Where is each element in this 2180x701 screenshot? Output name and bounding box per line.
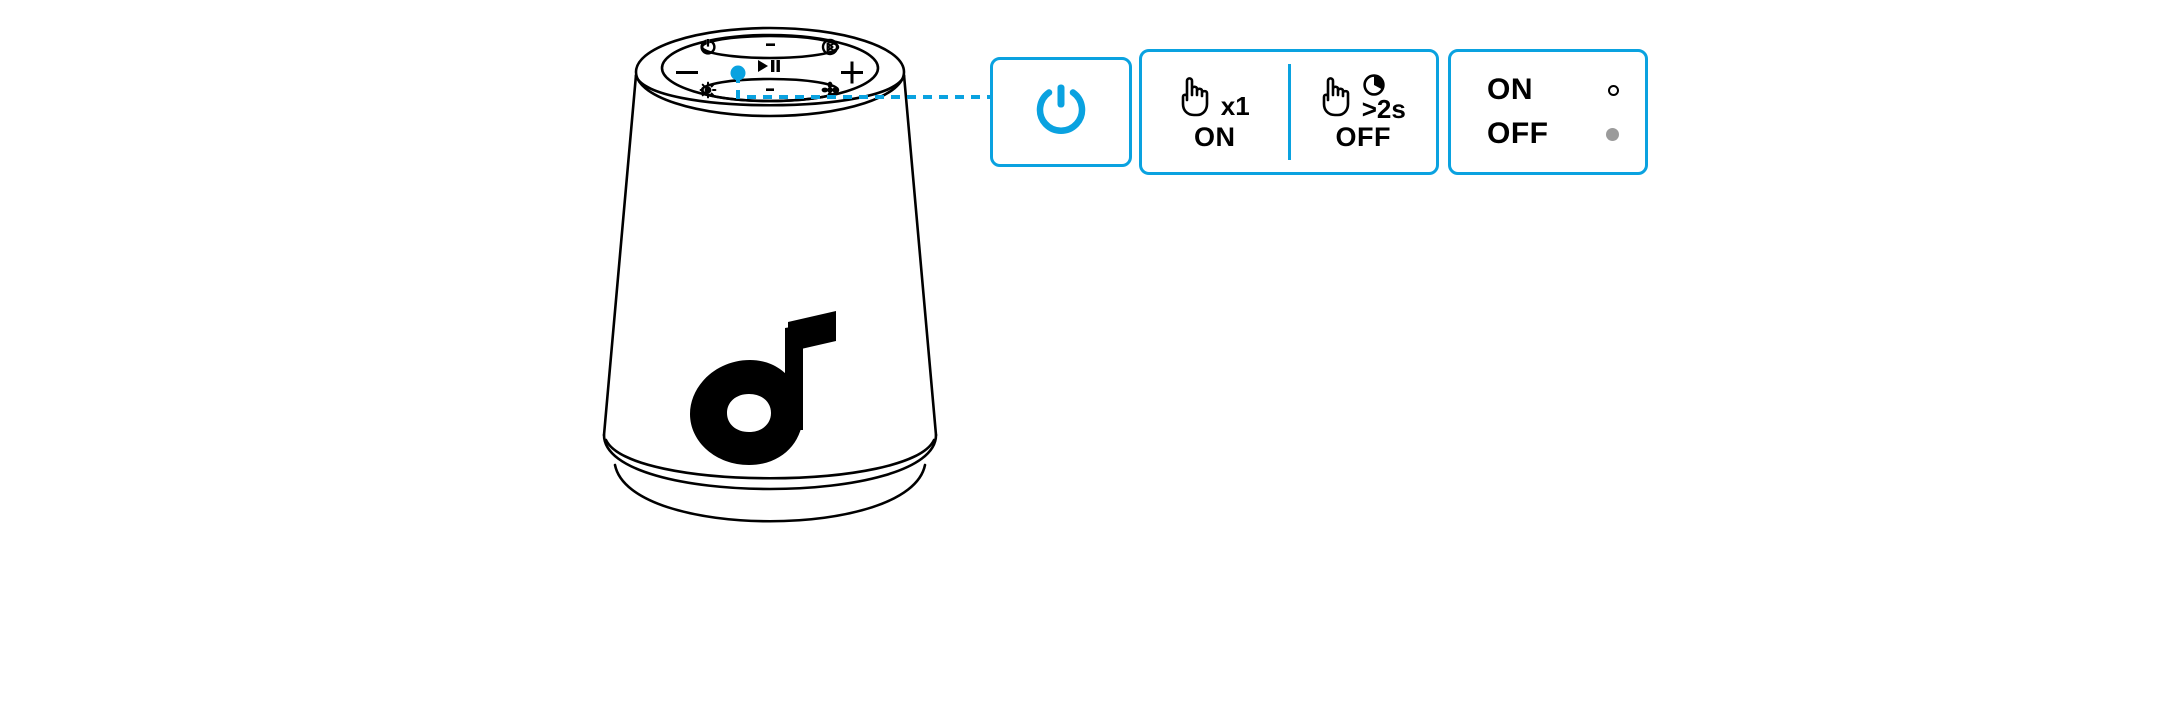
speaker-top-panel-glyphs [676, 38, 863, 99]
status-row-off: OFF [1487, 119, 1619, 149]
callout-leader-line [700, 50, 1020, 120]
bluetooth-icon [821, 38, 839, 56]
pointing-hand-icon [1180, 75, 1220, 122]
status-label-off: OFF [1487, 117, 1549, 150]
card-column-divider [1287, 64, 1291, 160]
speaker-rim-underside [634, 74, 906, 107]
soundcore-logo [690, 311, 836, 465]
press-duration-label: >2s [1361, 93, 1406, 124]
led-indicator-off [1606, 127, 1619, 141]
speaker-drawing [602, 26, 938, 523]
action-gesture-single-tap: x1 [1180, 75, 1250, 122]
speaker-base-seam [604, 438, 936, 480]
speaker-top-rim [634, 26, 906, 118]
clock-icon [1362, 73, 1386, 96]
minus-icon [676, 71, 698, 74]
led-indicator-on [1608, 84, 1619, 96]
power-icon [1034, 82, 1088, 143]
action-result-label: OFF [1335, 121, 1391, 152]
action-column-off[interactable]: >2s OFF [1291, 52, 1437, 172]
callout-card-actions[interactable]: x1 ON >2s [1139, 49, 1439, 175]
plus-icon [841, 61, 863, 84]
soundcore-speaker-illustration [590, 10, 970, 700]
speaker-base-bottom [613, 463, 927, 523]
action-result-label: ON [1194, 121, 1236, 152]
tap-count-label: x1 [1220, 90, 1250, 121]
sun-icon [699, 81, 717, 99]
action-gesture-long-press: >2s [1321, 73, 1406, 124]
callout-card-power-button[interactable] [990, 57, 1132, 167]
action-column-on[interactable]: x1 ON [1142, 52, 1288, 172]
leader-line-path [736, 74, 992, 99]
speaker-body-left-edge [602, 73, 638, 437]
top-panel-dash-upper [766, 43, 775, 46]
leader-line-anchor-dot [730, 65, 746, 81]
power-icon [700, 38, 716, 55]
speaker-base-outer [602, 433, 938, 491]
speaker-body-right-edge [902, 73, 938, 437]
top-panel-dash-lower [766, 88, 774, 91]
status-row-on: ON [1487, 75, 1619, 105]
callout-card-led-status[interactable]: ON OFF [1448, 49, 1648, 175]
status-label-on: ON [1487, 73, 1533, 106]
play-pause-icon [758, 60, 780, 72]
pointing-hand-icon [1321, 75, 1361, 122]
